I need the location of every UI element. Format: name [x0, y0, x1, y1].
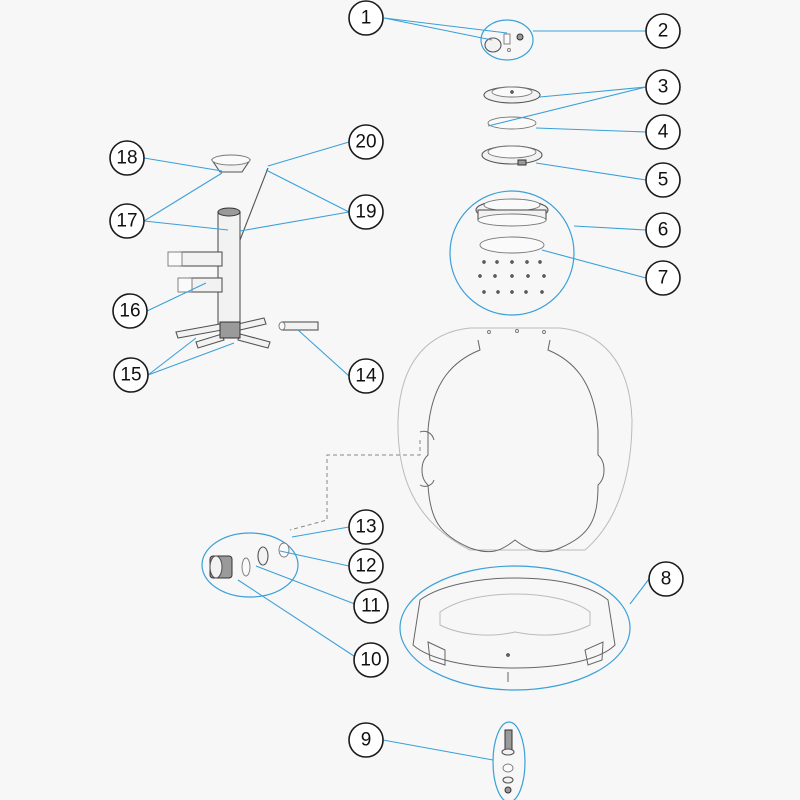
callout-circle — [645, 162, 681, 198]
callout-number: 10 — [360, 650, 381, 671]
callout-5: 5 — [645, 162, 681, 198]
callout-number: 9 — [361, 730, 372, 751]
vent-group-outline — [480, 19, 534, 61]
callout-circle — [348, 124, 384, 160]
callout-number: 7 — [658, 268, 669, 289]
callout-circle — [348, 0, 384, 36]
callout-number: 5 — [658, 170, 669, 191]
callout-2: 2 — [645, 13, 681, 49]
callout-circle — [109, 140, 145, 176]
lid-cover — [483, 86, 541, 104]
callout-18: 18 — [109, 140, 145, 176]
callout-13: 13 — [348, 509, 384, 545]
callout-number: 1 — [361, 8, 372, 29]
callout-circle — [645, 212, 681, 248]
callout-7: 7 — [645, 260, 681, 296]
lid-o-ring — [487, 116, 537, 130]
callout-number: 19 — [355, 202, 376, 223]
callout-19: 19 — [348, 194, 384, 230]
union-fittings — [209, 542, 290, 579]
callout-11: 11 — [353, 588, 389, 624]
callout-3: 3 — [645, 69, 681, 105]
callout-circle — [109, 203, 145, 239]
callout-number: 13 — [355, 517, 376, 538]
callout-number: 2 — [658, 21, 669, 42]
callout-circle — [645, 69, 681, 105]
callout-number: 20 — [355, 132, 376, 153]
callout-16: 16 — [112, 293, 148, 329]
callout-6: 6 — [645, 212, 681, 248]
internal-lateral-assembly — [167, 154, 271, 349]
callout-1: 1 — [348, 0, 384, 36]
collar-screw-holes — [478, 260, 546, 294]
callout-number: 12 — [355, 556, 376, 577]
callout-number: 17 — [116, 211, 137, 232]
spare-lateral — [278, 321, 319, 331]
callout-10: 10 — [353, 642, 389, 678]
callout-8: 8 — [648, 561, 684, 597]
callout-number: 3 — [658, 77, 669, 98]
callout-circle — [113, 357, 149, 393]
drain-group-outline — [492, 721, 526, 800]
callout-circle — [348, 358, 384, 394]
callout-circle — [353, 642, 389, 678]
callout-circle — [645, 13, 681, 49]
callout-number: 4 — [658, 122, 669, 143]
callout-number: 18 — [116, 148, 137, 169]
callout-circle — [348, 548, 384, 584]
base-group-outline — [399, 565, 631, 691]
union-group-outline — [201, 532, 299, 598]
callout-12: 12 — [348, 548, 384, 584]
vent-valve — [484, 33, 524, 53]
tank-connection-dash — [289, 440, 421, 531]
callout-circle — [353, 588, 389, 624]
filter-tank — [397, 327, 633, 553]
callout-number: 8 — [661, 569, 672, 590]
neck-collar — [475, 198, 549, 227]
callout-circle — [648, 561, 684, 597]
callout-circle — [348, 722, 384, 758]
collar-o-ring — [479, 236, 545, 254]
callout-number: 6 — [658, 220, 669, 241]
callout-number: 15 — [120, 365, 141, 386]
drain-plug — [501, 729, 515, 794]
callout-4: 4 — [645, 114, 681, 150]
callout-number: 11 — [361, 596, 381, 617]
callout-number: 14 — [355, 366, 377, 387]
collar-group-outline — [449, 190, 575, 316]
callout-17: 17 — [109, 203, 145, 239]
leader-lines — [143, 17, 650, 761]
callout-circle — [112, 293, 148, 329]
callout-circle — [348, 194, 384, 230]
callout-14: 14 — [348, 358, 384, 394]
callout-circle — [645, 260, 681, 296]
callout-15: 15 — [113, 357, 149, 393]
callout-circle — [645, 114, 681, 150]
callout-circle — [348, 509, 384, 545]
callout-9: 9 — [348, 722, 384, 758]
callout-20: 20 — [348, 124, 384, 160]
callout-number: 16 — [119, 301, 140, 322]
tank-base — [412, 577, 616, 682]
lid-clamp-ring — [481, 145, 543, 166]
